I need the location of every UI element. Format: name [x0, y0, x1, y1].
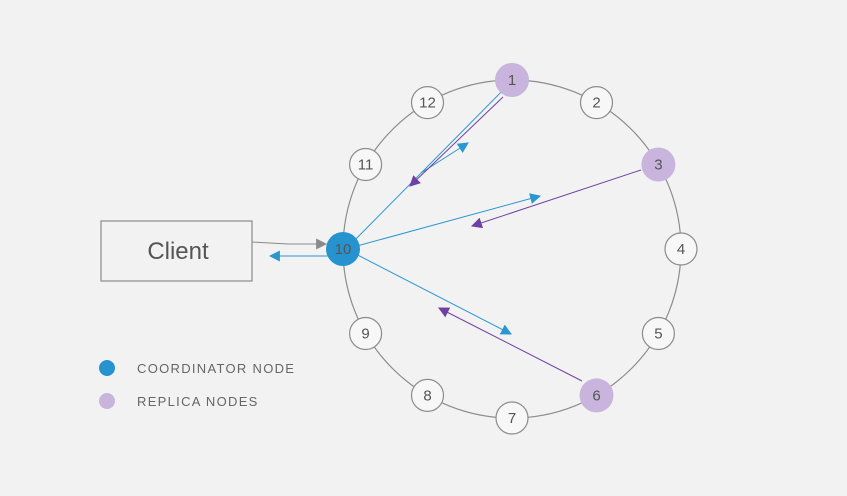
response-line-from-1: [409, 96, 504, 187]
ring-node-11: 11: [349, 147, 383, 182]
ring-node-7: 7: [495, 401, 529, 435]
legend-item-replica: REPLICA NODES: [99, 393, 259, 409]
ring-node-circle: [579, 85, 614, 120]
ring-node-12: 12: [410, 85, 445, 120]
ring-node-label: 6: [592, 387, 600, 404]
ring-node-label: 3: [654, 157, 662, 174]
ring-node-2: 2: [579, 85, 614, 120]
ring-node-circle: [495, 401, 529, 435]
ring-node-label: 4: [677, 241, 685, 258]
ring-node-label: 5: [654, 326, 662, 343]
ring-node-circle: [410, 378, 445, 412]
client-coordinator-link: [251, 238, 328, 262]
ring-node-label: 12: [419, 95, 436, 112]
ring-node-3: 3: [641, 147, 676, 182]
ring-node-1: 1: [495, 63, 529, 97]
ring-node-circle: [326, 232, 360, 266]
ring-node-label: 11: [358, 157, 374, 174]
ring-node-circle: [641, 147, 676, 182]
legend: COORDINATOR NODE REPLICA NODES: [99, 360, 295, 409]
ring-node-circle: [349, 147, 383, 182]
ring-node-circle: [495, 63, 529, 97]
ring-circle: [342, 79, 682, 419]
legend-replica-label: REPLICA NODES: [137, 394, 259, 409]
ring-node-label: 10: [335, 241, 352, 258]
ring-node-10: 10: [326, 232, 360, 266]
request-line-to-1: [345, 79, 514, 250]
ring-node-circle: [579, 378, 614, 413]
ring-node-circle: [410, 85, 445, 120]
replication-links: [345, 79, 642, 382]
ring-node-circle: [664, 232, 698, 266]
ring-node-circle: [349, 316, 383, 351]
ring-node-9: 9: [349, 316, 383, 351]
legend-coordinator-label: COORDINATOR NODE: [137, 361, 295, 376]
ring-node-4: 4: [664, 232, 698, 266]
ring-node-circle: [641, 316, 676, 351]
ring-node-label: 2: [592, 95, 600, 112]
ring-node-label: 9: [361, 326, 369, 343]
client-box: Client: [100, 220, 253, 282]
legend-item-coordinator: COORDINATOR NODE: [99, 360, 295, 376]
ring-node-label: 8: [423, 387, 431, 404]
legend-coordinator-swatch: [99, 360, 115, 376]
ring-node-6: 6: [579, 378, 614, 413]
request-line-to-3: [345, 193, 542, 250]
ring-node-label: 1: [508, 72, 516, 89]
client-label: Client: [147, 238, 209, 265]
response-line-from-6: [438, 307, 583, 382]
ring-node-5: 5: [641, 316, 676, 351]
ring-node-label: 7: [508, 410, 516, 427]
response-line-from-3: [470, 169, 642, 229]
legend-replica-swatch: [99, 393, 115, 409]
client-request-arrow: [251, 238, 328, 250]
ring-node-8: 8: [410, 378, 445, 412]
request-line-to-6: [345, 248, 512, 335]
